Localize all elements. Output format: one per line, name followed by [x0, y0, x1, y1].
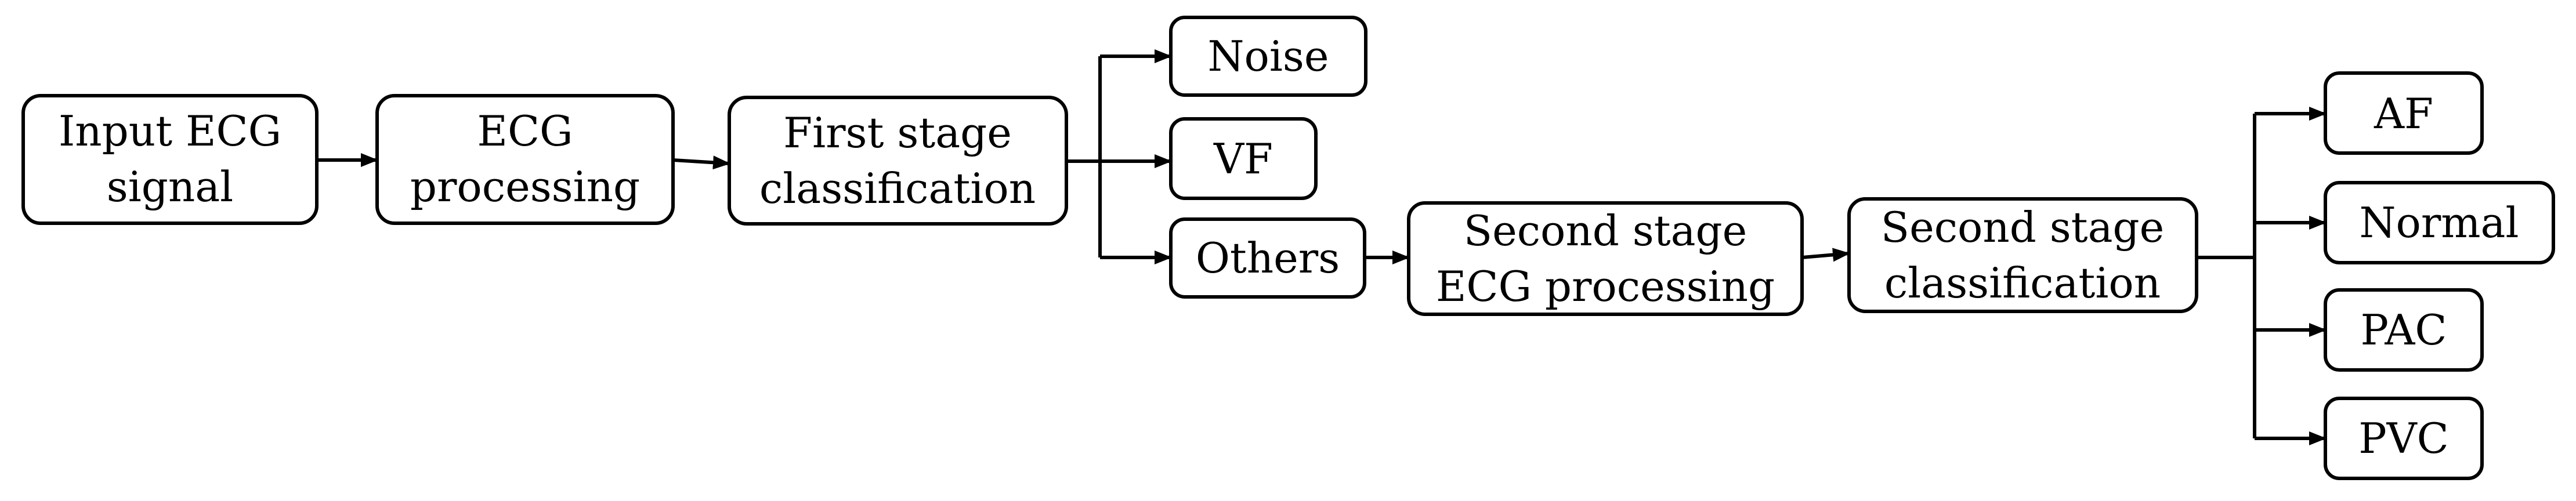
node-af-label: AF [2374, 89, 2433, 138]
node-pac: PAC [2324, 288, 2484, 372]
node-normal: Normal [2324, 181, 2555, 264]
node-af: AF [2324, 71, 2484, 155]
node-others-label: Others [1196, 234, 1340, 282]
node-first-stage-classification-line2: classification [759, 164, 1036, 213]
node-second-stage-ecg-processing-line1: Second stage [1464, 206, 1747, 255]
node-input-ecg-signal-line1: Input ECG [59, 107, 281, 155]
node-pac-label: PAC [2361, 306, 2447, 354]
node-noise-label: Noise [1208, 32, 1329, 81]
node-ecg-processing-line2: processing [410, 162, 640, 211]
edge-ecg-processing-to-first-stage [672, 155, 730, 170]
node-input-ecg-signal: Input ECG signal [21, 94, 319, 225]
node-others: Others [1169, 217, 1366, 299]
node-pvc-label: PVC [2358, 414, 2449, 463]
node-second-stage-classification-line1: Second stage [1881, 203, 2164, 252]
node-vf: VF [1169, 117, 1318, 200]
node-input-ecg-signal-line2: signal [107, 162, 233, 211]
node-second-stage-ecg-processing-line2: ECG processing [1436, 262, 1775, 311]
node-second-stage-classification-line2: classification [1884, 259, 2161, 307]
node-ecg-processing: ECG processing [375, 94, 675, 225]
edges [317, 49, 2327, 445]
node-noise: Noise [1169, 16, 1367, 97]
node-pvc: PVC [2324, 397, 2484, 480]
node-second-stage-classification: Second stage classification [1847, 197, 2198, 313]
node-vf-label: VF [1213, 135, 1273, 183]
node-first-stage-classification-line1: First stage [783, 108, 1012, 157]
node-ecg-processing-line1: ECG [477, 107, 573, 155]
node-second-stage-ecg-processing: Second stage ECG processing [1407, 201, 1804, 316]
node-first-stage-classification: First stage classification [728, 96, 1068, 226]
node-normal-label: Normal [2360, 198, 2519, 247]
edge-second-processing-to-second-classification [1801, 248, 1850, 262]
